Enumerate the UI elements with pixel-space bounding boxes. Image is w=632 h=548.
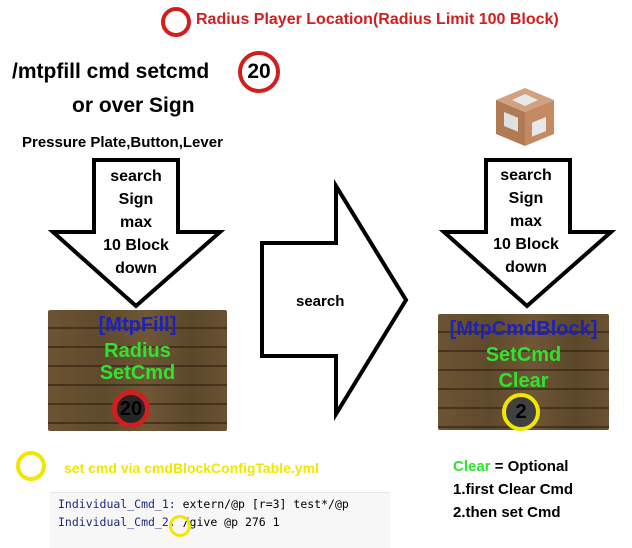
step-2: 2.then set Cmd [453,504,561,521]
code-line-1: Individual_Cmd_1: extern/@p [r=3] test*/… [58,497,349,511]
config-code-snippet: Individual_Cmd_1: extern/@p [r=3] test*/… [50,492,390,548]
sign-radius-circle: 20 [112,390,150,428]
left-arrow-label: search Sign max 10 Block down [96,165,176,280]
radius-legend: Radius Player Location(Radius Limit 100 … [196,11,559,28]
red-circle-icon [161,7,191,37]
sign-line-1: [MtpCmdBlock] [449,318,598,340]
optional-rest: = Optional [490,458,569,475]
arrow-line: max [119,214,153,231]
down-arrow-right [438,158,617,309]
step-1: 1.first Clear Cmd [453,481,574,498]
sign-line-3: Clear [498,370,549,392]
sign-line-2: Radius [104,340,171,362]
sign-cmd-circle: 2 [502,393,540,431]
sign-line-1: [MtpFill] [98,314,177,336]
code-yellow-circle [169,515,191,537]
arrow-line: search [500,167,552,184]
optional-line: Clear = Optional [453,455,573,478]
arrow-line: Sign [508,190,544,207]
optional-notes: Clear = Optional 1.first Clear Cmd 2.the… [453,455,573,524]
arrow-line: Sign [118,191,154,208]
right-arrow-middle [260,178,409,422]
clear-word: Clear [453,458,491,475]
down-arrow-left [47,158,226,309]
mtpcmdblock-sign: [MtpCmdBlock] SetCmd Clear 2 [438,314,609,431]
sign-line-3: SetCmd [99,362,176,384]
yellow-circle-icon [16,451,46,481]
sign-line-2: SetCmd [485,344,562,366]
command-block-icon [496,88,554,146]
radius-value: 20 [247,60,271,83]
command-text: /mtpfill cmd setcmd [12,60,210,83]
middle-arrow-label: search [296,293,345,310]
sign-cmd-value: 2 [515,400,527,423]
arrow-line: max [509,213,543,230]
mtpfill-sign: [MtpFill] Radius SetCmd 20 [48,310,227,431]
code-key: Individual_Cmd_2: [58,515,176,529]
code-value: extern/@p [r=3] test*/@p [175,497,349,511]
arrow-line: 10 Block [493,236,559,253]
right-arrow-label: search Sign max 10 Block down [486,164,566,279]
code-key: Individual_Cmd_1: [58,497,176,511]
arrow-line: search [110,168,162,185]
or-over-sign-text: or over Sign [72,94,195,117]
config-legend: set cmd via cmdBlockConfigTable.yml [64,460,319,476]
code-value: /give @p 276 1 [175,515,280,529]
sign-radius-value: 20 [119,397,143,420]
arrow-line: down [505,259,547,276]
arrow-line: 10 Block [103,237,169,254]
arrow-line: down [115,260,157,277]
triggers-text: Pressure Plate,Button,Lever [22,134,223,151]
radius-value-circle: 20 [238,51,280,93]
code-line-2: Individual_Cmd_2: /give @p 276 1 [58,515,280,529]
